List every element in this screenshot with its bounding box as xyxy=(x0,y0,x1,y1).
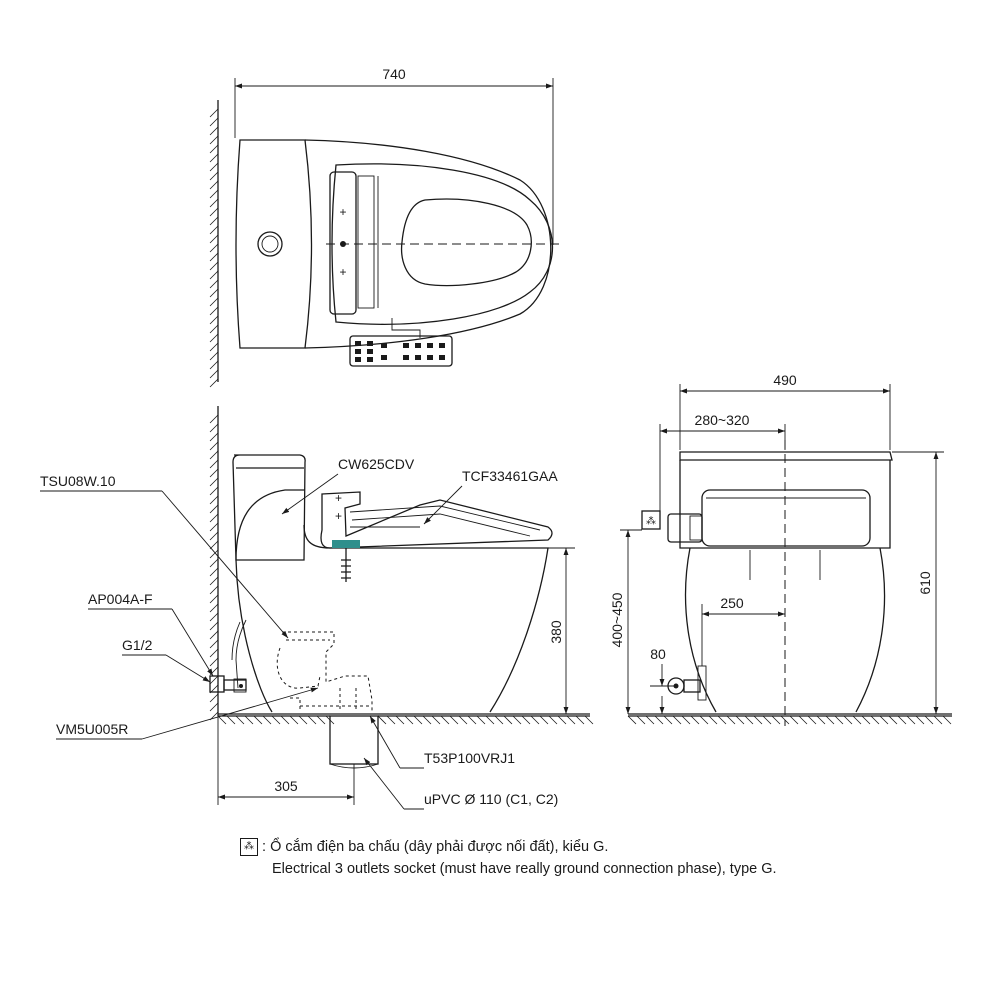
svg-text:305: 305 xyxy=(274,778,298,794)
svg-text:280~320: 280~320 xyxy=(695,412,750,428)
remote-control xyxy=(349,318,453,367)
svg-text:380: 380 xyxy=(548,620,564,644)
angle-valve xyxy=(209,675,225,693)
svg-text:80: 80 xyxy=(650,646,666,662)
part-labels: CW625CDV TCF33461GAA TSU08W.10 AP004A-F … xyxy=(40,456,558,810)
svg-text:610: 610 xyxy=(917,571,933,595)
svg-text:490: 490 xyxy=(773,372,797,388)
side-view: + + 380 305 CW625CDV xyxy=(40,406,594,810)
legend-row-english: Electrical 3 outlets socket (must have r… xyxy=(240,858,777,880)
dimension-supply-offset: 250 xyxy=(701,595,785,666)
legend-text-english: Electrical 3 outlets socket (must have r… xyxy=(272,861,777,877)
top-view-wall xyxy=(209,100,219,388)
legend-row-vietnamese: ⁂ : Ổ cắm điện ba chấu (dây phải được nố… xyxy=(240,836,777,858)
side-view-trap xyxy=(276,631,373,712)
label-thread: G1/2 xyxy=(122,637,153,653)
dimension-drain-offset: 305 xyxy=(217,716,355,805)
front-view-supply xyxy=(667,665,707,701)
side-view-tank xyxy=(232,454,306,561)
svg-text:250: 250 xyxy=(720,595,744,611)
side-view-seat xyxy=(320,491,553,549)
drain-pipe xyxy=(329,715,379,765)
remote-button xyxy=(427,343,433,348)
remote-button xyxy=(367,349,373,354)
dimension-socket-offset: 280~320 xyxy=(659,412,786,514)
remote-button xyxy=(355,357,361,362)
electrical-socket-icon: ⁂ xyxy=(240,838,258,856)
top-view-bowl xyxy=(304,139,552,349)
label-flange: T53P100VRJ1 xyxy=(424,750,515,766)
dimension-top-width-label: 740 xyxy=(382,66,406,82)
legend-text-vietnamese: Ổ cắm điện ba chấu (dây phải được nối đấ… xyxy=(270,839,609,855)
svg-text:400~450: 400~450 xyxy=(609,592,625,647)
top-view-seat xyxy=(331,163,554,325)
dimension-rim-height: 380 xyxy=(548,547,575,714)
remote-button xyxy=(415,355,421,360)
label-seat-model: TCF33461GAA xyxy=(462,468,558,484)
remote-button xyxy=(439,355,445,360)
svg-text:+: + xyxy=(335,509,342,523)
remote-button xyxy=(415,343,421,348)
remote-button xyxy=(355,349,361,354)
top-view-seat-hinge xyxy=(329,171,357,315)
top-view: 740 + + xyxy=(209,66,562,388)
dimension-supply-height: 80 xyxy=(650,646,676,714)
remote-button xyxy=(381,355,387,360)
side-view-water-inlet xyxy=(332,540,360,548)
remote-button xyxy=(427,355,433,360)
side-view-bowl xyxy=(235,524,549,713)
remote-button xyxy=(403,355,409,360)
remote-button xyxy=(439,343,445,348)
svg-text:+: + xyxy=(339,205,346,219)
dimension-top-width: 740 xyxy=(234,66,554,245)
svg-text:+: + xyxy=(339,265,346,279)
front-view-plug xyxy=(667,513,703,543)
svg-text:⁂: ⁂ xyxy=(646,515,656,527)
legend-separator: : xyxy=(262,839,267,855)
dimension-front-height: 610 xyxy=(892,451,944,714)
remote-button xyxy=(367,357,373,362)
remote-button xyxy=(381,343,387,348)
top-view-tank xyxy=(235,139,313,349)
flush-button-icon xyxy=(257,231,283,257)
dimension-socket-height: 400~450 xyxy=(609,529,642,714)
label-hose: TSU08W.10 xyxy=(40,473,116,489)
front-view: 490 280~320 ⁂ xyxy=(609,372,952,726)
remote-button xyxy=(355,341,361,346)
top-view-seat-opening xyxy=(400,198,532,287)
remote-button xyxy=(367,341,373,346)
remote-button xyxy=(403,343,409,348)
label-pipe: uPVC Ø 110 (C1, C2) xyxy=(424,791,558,807)
dimension-front-width: 490 xyxy=(679,372,891,450)
front-view-lid xyxy=(679,451,893,461)
legend: ⁂ : Ổ cắm điện ba chấu (dây phải được nố… xyxy=(240,836,777,880)
label-valve-kit: VM5U005R xyxy=(56,721,128,737)
svg-text:+: + xyxy=(335,491,342,505)
label-bowl-model: CW625CDV xyxy=(338,456,415,472)
label-angle-valve: AP004A-F xyxy=(88,591,153,607)
electrical-socket-icon xyxy=(641,510,661,530)
